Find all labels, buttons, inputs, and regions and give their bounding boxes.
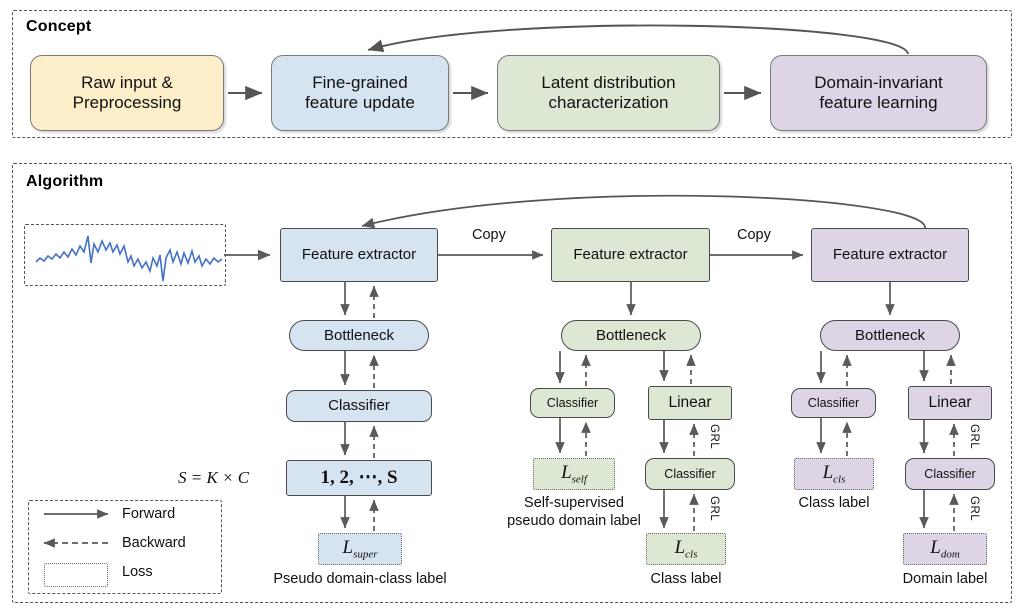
- legend-loss-swatch: [44, 563, 108, 587]
- loss-self-caption: Self-supervised pseudo domain label: [486, 494, 662, 530]
- classifier-domain-left-label: Classifier: [807, 395, 860, 410]
- index-formula-source: S = K × C: [178, 468, 250, 487]
- legend-label-forward: Forward: [122, 506, 176, 522]
- algorithm-panel: [12, 163, 1012, 603]
- classifier-source-label: Classifier: [328, 397, 390, 415]
- classifier-domain-left: Classifier: [791, 388, 876, 418]
- grl-label-selfsup-upper: GRL: [708, 424, 720, 450]
- concept-stage-latent-distribution-line2: characterization: [548, 93, 669, 112]
- concept-stage-fine-grained-line1: Fine-grained: [312, 73, 408, 93]
- feature-extractor-selfsup-label: Feature extractor: [573, 246, 688, 264]
- concept-stage-fine-grained: Fine-grained feature update: [271, 55, 449, 131]
- grl-label-domain-upper: GRL: [968, 424, 980, 450]
- feature-extractor-source-label: Feature extractor: [301, 246, 417, 264]
- classifier-selfsup-left-label: Classifier: [546, 395, 599, 410]
- bottleneck-source-label: Bottleneck: [323, 326, 395, 344]
- bottleneck-selfsup: Bottleneck: [561, 320, 701, 351]
- concept-stage-raw-input: Raw input & Preprocessing: [30, 55, 224, 131]
- classifier-domain-right-label: Classifier: [924, 466, 976, 481]
- loss-self-symbol: L: [561, 461, 572, 483]
- loss-dom-symbol: L: [930, 536, 941, 558]
- loss-super-subscript: super: [353, 548, 378, 561]
- concept-stage-latent-distribution: Latent distribution characterization: [497, 55, 720, 131]
- concept-panel: [12, 10, 1012, 138]
- loss-self-caption-line2: pseudo domain label: [507, 513, 641, 530]
- concept-stage-raw-input-line1: Raw input &: [81, 73, 173, 93]
- loss-dom-subscript: dom: [940, 548, 960, 561]
- loss-cls-selfsup-caption: Class label: [650, 571, 722, 587]
- concept-stage-raw-input-line2: Preprocessing: [72, 93, 182, 112]
- feature-extractor-domain: Feature extractor: [811, 228, 969, 282]
- linear-selfsup: Linear: [648, 386, 732, 420]
- loss-cls-selfsup: Lcls: [646, 533, 726, 565]
- loss-self-subscript: self: [571, 473, 587, 486]
- classifier-domain-right: Classifier: [905, 458, 995, 490]
- concept-stage-latent-distribution-line1: Latent distribution: [541, 73, 676, 93]
- loss-cls-domain-caption: Class label: [798, 495, 870, 511]
- loss-dom: Ldom: [903, 533, 987, 565]
- classifier-selfsup-left: Classifier: [530, 388, 615, 418]
- loss-cls-selfsup-subscript: cls: [685, 548, 698, 561]
- loss-self-caption-line1: Self-supervised: [524, 495, 624, 511]
- bottleneck-source: Bottleneck: [289, 320, 429, 351]
- bottleneck-domain-label: Bottleneck: [854, 326, 926, 344]
- loss-self: Lself: [533, 458, 615, 490]
- legend-label-loss: Loss: [122, 564, 153, 580]
- linear-domain-label: Linear: [928, 394, 972, 412]
- linear-domain: Linear: [908, 386, 992, 420]
- copy-label-1: Copy: [472, 227, 506, 243]
- classifier-source: Classifier: [286, 390, 432, 422]
- loss-super-symbol: L: [342, 536, 354, 558]
- copy-label-2: Copy: [737, 227, 771, 243]
- feature-extractor-selfsup: Feature extractor: [551, 228, 710, 282]
- input-signal-box: [24, 224, 226, 286]
- loss-super-caption: Pseudo domain-class label: [273, 571, 447, 587]
- loss-cls-domain: Lcls: [794, 458, 874, 490]
- index-box-source: 1, 2, ⋯, S: [286, 460, 432, 496]
- bottleneck-domain: Bottleneck: [820, 320, 960, 351]
- loss-cls-domain-symbol: L: [822, 461, 834, 483]
- classifier-selfsup-right-label: Classifier: [664, 466, 716, 481]
- loss-cls-selfsup-symbol: L: [674, 536, 686, 558]
- concept-stage-domain-invariant-line2: feature learning: [819, 93, 938, 112]
- feature-extractor-domain-label: Feature extractor: [832, 246, 948, 264]
- bottleneck-selfsup-label: Bottleneck: [595, 326, 667, 344]
- concept-panel-title: Concept: [26, 18, 92, 35]
- loss-super: Lsuper: [318, 533, 402, 565]
- classifier-selfsup-right: Classifier: [645, 458, 735, 490]
- linear-selfsup-label: Linear: [668, 394, 712, 412]
- concept-stage-domain-invariant: Domain-invariant feature learning: [770, 55, 987, 131]
- grl-label-domain-lower: GRL: [968, 496, 980, 522]
- concept-stage-domain-invariant-line1: Domain-invariant: [814, 73, 943, 93]
- concept-stage-fine-grained-line2: feature update: [305, 93, 415, 112]
- legend-label-backward: Backward: [122, 535, 186, 551]
- grl-label-selfsup-lower: GRL: [708, 496, 720, 522]
- index-box-source-label: 1, 2, ⋯, S: [320, 467, 398, 489]
- loss-cls-domain-subscript: cls: [833, 473, 846, 486]
- loss-dom-caption: Domain label: [902, 571, 988, 587]
- algorithm-panel-title: Algorithm: [26, 173, 104, 190]
- feature-extractor-source: Feature extractor: [280, 228, 438, 282]
